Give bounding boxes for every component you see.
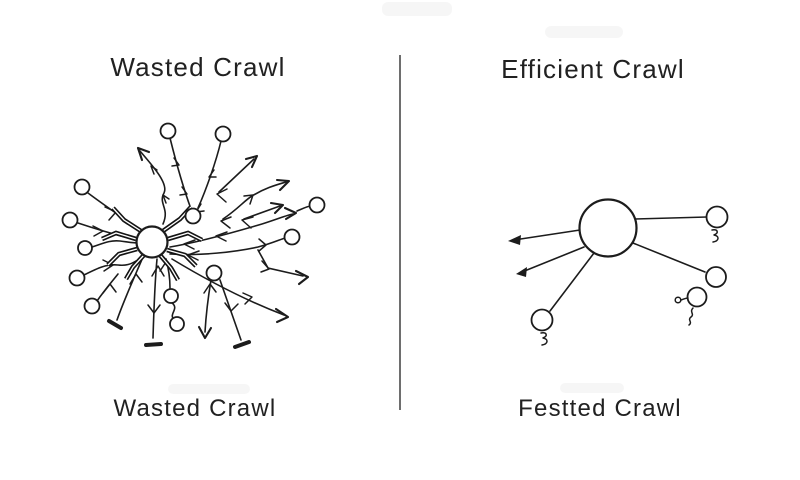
left-panel-caption: Wasted Crawl xyxy=(113,395,277,422)
page-node xyxy=(308,196,326,214)
arrowhead-icon xyxy=(274,307,290,324)
tick-chevron xyxy=(260,260,270,273)
page-node xyxy=(184,207,202,225)
squiggle-mark xyxy=(711,229,719,243)
arrowhead-icon xyxy=(516,267,527,277)
arrow-line xyxy=(521,246,585,273)
page-node xyxy=(163,288,179,304)
arrowhead-icon xyxy=(294,269,310,286)
tick-chevron xyxy=(242,292,253,305)
arrow-line xyxy=(169,213,294,248)
tick-chevron xyxy=(179,186,188,196)
page-node xyxy=(77,240,93,256)
arrow-line xyxy=(243,205,281,220)
page-node xyxy=(705,266,727,288)
arrow-line xyxy=(169,137,192,210)
tick-chevron xyxy=(258,238,267,252)
tick-chevron xyxy=(92,225,104,237)
arrowhead-icon xyxy=(129,273,143,285)
arrow-line xyxy=(171,258,285,316)
page-node xyxy=(73,178,91,196)
tick-chevron xyxy=(102,259,114,272)
arrow-line xyxy=(218,158,255,193)
arrowhead-icon xyxy=(241,216,254,229)
page-node xyxy=(686,286,708,308)
arrowhead-icon xyxy=(136,146,151,162)
dead-end-tbar xyxy=(233,340,251,349)
tick-chevron xyxy=(171,157,180,167)
tick-chevron xyxy=(102,283,117,294)
page-node xyxy=(61,211,79,229)
arrow-line xyxy=(169,237,286,256)
dead-end-tbar xyxy=(144,342,163,347)
page-node xyxy=(83,297,101,315)
arrowhead-icon xyxy=(197,325,213,340)
edge-line xyxy=(634,216,708,220)
arrowhead-icon xyxy=(508,235,521,245)
arrow-line xyxy=(116,256,144,321)
squiggle-mark xyxy=(540,332,548,346)
tick-chevron xyxy=(243,194,254,205)
right-panel-caption: Festted Crawl xyxy=(518,395,682,422)
arrow-line xyxy=(91,240,140,248)
page-node xyxy=(169,316,185,332)
tick-chevron xyxy=(150,165,158,175)
page-node xyxy=(159,122,177,140)
arrowhead-icon xyxy=(203,283,217,294)
edge-line xyxy=(632,242,706,273)
arrow-line xyxy=(513,229,581,241)
tick-chevron xyxy=(224,302,239,312)
page-node xyxy=(68,269,86,287)
arrow-line xyxy=(222,181,287,220)
arrow-line xyxy=(152,258,158,339)
arrowhead-icon xyxy=(220,216,232,229)
arrow-line xyxy=(83,260,137,276)
page-node xyxy=(530,308,554,332)
arrowhead-icon xyxy=(283,206,298,221)
page-node xyxy=(705,205,729,229)
arrowhead-icon xyxy=(183,239,196,250)
page-node xyxy=(283,228,301,246)
tick-chevron xyxy=(208,169,217,178)
arrowhead-icon xyxy=(269,201,285,215)
arrow-line xyxy=(139,150,167,225)
efficient-crawl-diagram xyxy=(508,198,729,346)
right-panel-title: Efficient Crawl xyxy=(501,54,685,84)
arrowhead-icon xyxy=(244,154,259,169)
hub-node xyxy=(578,198,638,258)
arrow-line xyxy=(197,140,222,209)
edge-line xyxy=(549,252,595,312)
squiggle-mark xyxy=(674,296,682,304)
tick-chevron xyxy=(147,304,161,314)
tick-chevron xyxy=(162,194,170,204)
page-node xyxy=(214,125,232,143)
squiggle-mark xyxy=(680,297,689,301)
left-panel-title: Wasted Crawl xyxy=(110,52,286,82)
arrowhead-icon xyxy=(275,178,291,192)
paper-smudges xyxy=(168,2,624,394)
page-node xyxy=(205,264,223,282)
arrowhead-icon xyxy=(151,265,165,277)
wasted-crawl-diagram xyxy=(61,122,326,349)
arrowhead-icon xyxy=(215,231,228,242)
squiggle-mark xyxy=(688,307,694,326)
dead-end-tbar xyxy=(107,319,123,330)
arrowhead-icon xyxy=(216,188,228,203)
